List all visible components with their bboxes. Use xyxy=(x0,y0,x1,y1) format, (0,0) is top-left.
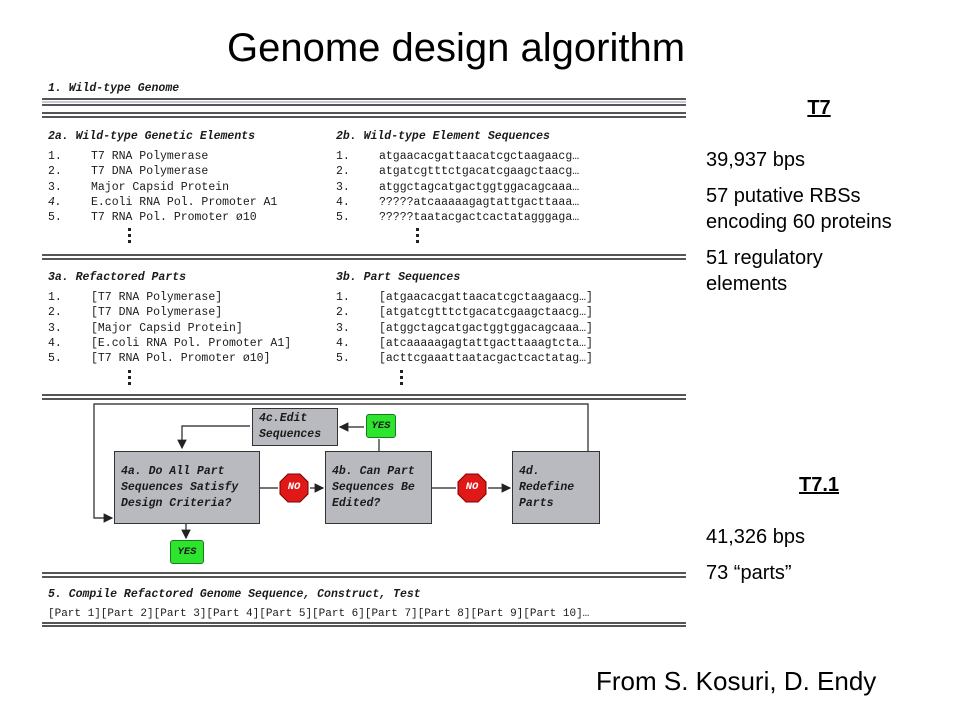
list-item: 2.[T7 DNA Polymerase] xyxy=(48,306,223,320)
list-item: 5.[T7 RNA Pol. Promoter ø10] xyxy=(48,352,271,366)
list-item: 2.[atgatcgtttctgacatcgaagctaacg…] xyxy=(336,306,593,320)
t7-rbs: 57 putative RBSs encoding 60 proteins xyxy=(706,185,892,233)
step3b-header: 3b. Part Sequences xyxy=(336,271,461,284)
list-item: 4.E.coli RNA Pol. Promoter A1 xyxy=(48,195,278,209)
step3a-list: 1.[T7 RNA Polymerase] 2.[T7 DNA Polymera… xyxy=(48,290,291,366)
ellipsis-dots xyxy=(128,228,132,246)
t71-stats: T7.1 41,326 bps 73 “parts” xyxy=(706,472,946,586)
genome-bar xyxy=(42,98,686,106)
list-item: 5.[acttcgaaattaatacgactcactatag…] xyxy=(336,352,593,366)
t71-heading: T7.1 xyxy=(798,474,840,496)
list-item: 4.[E.coli RNA Pol. Promoter A1] xyxy=(48,336,292,350)
list-item: 2.T7 DNA Polymerase xyxy=(48,165,209,179)
step3b-list: 1.[atgaacacgattaacatcgctaagaacg…] 2.[atg… xyxy=(336,290,593,366)
yes-badge: YES xyxy=(170,540,204,564)
t7-stats: T7 39,937 bps 57 putative RBSs encoding … xyxy=(706,95,946,297)
list-item: 5.T7 RNA Pol. Promoter ø10 xyxy=(48,211,257,225)
no-stop-sign: NO xyxy=(279,473,309,503)
list-item: 3.[atggctagcatgactggtggacagcaaa…] xyxy=(336,321,593,335)
list-item: 3.Major Capsid Protein xyxy=(48,180,230,194)
list-item: 1.T7 RNA Polymerase xyxy=(48,150,209,163)
ellipsis-dots xyxy=(416,228,420,246)
yes-badge: YES xyxy=(366,414,396,438)
step2b-list: 1.atgaacacgattaacatcgctaagaacg… 2.atgatc… xyxy=(336,149,579,225)
step2a-list: 1.T7 RNA Polymerase 2.T7 DNA Polymerase … xyxy=(48,149,277,225)
separator xyxy=(42,572,686,578)
list-item: 1.[T7 RNA Polymerase] xyxy=(48,291,223,304)
step2b-header: 2b. Wild-type Element Sequences xyxy=(336,130,550,143)
step1-header: 1. Wild-type Genome xyxy=(48,82,180,95)
separator xyxy=(42,112,686,118)
t7-heading: T7 xyxy=(807,97,831,119)
ellipsis-dots xyxy=(400,370,404,388)
separator xyxy=(42,254,686,260)
separator xyxy=(42,394,686,400)
genome-bar xyxy=(42,622,686,627)
parts-sequence: [Part 1][Part 2][Part 3][Part 4][Part 5]… xyxy=(48,608,590,620)
slide-title: Genome design algorithm xyxy=(226,26,686,70)
list-item: 3.[Major Capsid Protein] xyxy=(48,321,243,335)
step2a-header: 2a. Wild-type Genetic Elements xyxy=(48,130,256,143)
step5-header: 5. Compile Refactored Genome Sequence, C… xyxy=(48,588,421,601)
t7-regulatory: 51 regulatory elements xyxy=(706,247,823,295)
algorithm-diagram: 1. Wild-type Genome 2a. Wild-type Geneti… xyxy=(40,78,688,630)
t71-parts: 73 “parts” xyxy=(706,562,792,584)
ellipsis-dots xyxy=(128,370,132,388)
list-item: 4.?????atcaaaaagagtattgacttaaa… xyxy=(336,195,580,209)
t71-size: 41,326 bps xyxy=(706,526,805,548)
list-item: 1.atgaacacgattaacatcgctaagaacg… xyxy=(336,150,580,163)
step3a-header: 3a. Refactored Parts xyxy=(48,271,187,284)
list-item: 1.[atgaacacgattaacatcgctaagaacg…] xyxy=(336,291,593,304)
no-stop-sign: NO xyxy=(457,473,487,503)
list-item: 3.atggctagcatgactggtggacagcaaa… xyxy=(336,180,580,194)
credit-line: From S. Kosuri, D. Endy xyxy=(596,666,877,696)
list-item: 5.?????taatacgactcactatagggaga… xyxy=(336,211,580,225)
list-item: 4.[atcaaaaagagtattgacttaaagtcta…] xyxy=(336,336,593,350)
t7-size: 39,937 bps xyxy=(706,149,805,171)
flow-arrows xyxy=(93,403,589,540)
list-item: 2.atgatcgtttctgacatcgaagctaacg… xyxy=(336,165,580,179)
